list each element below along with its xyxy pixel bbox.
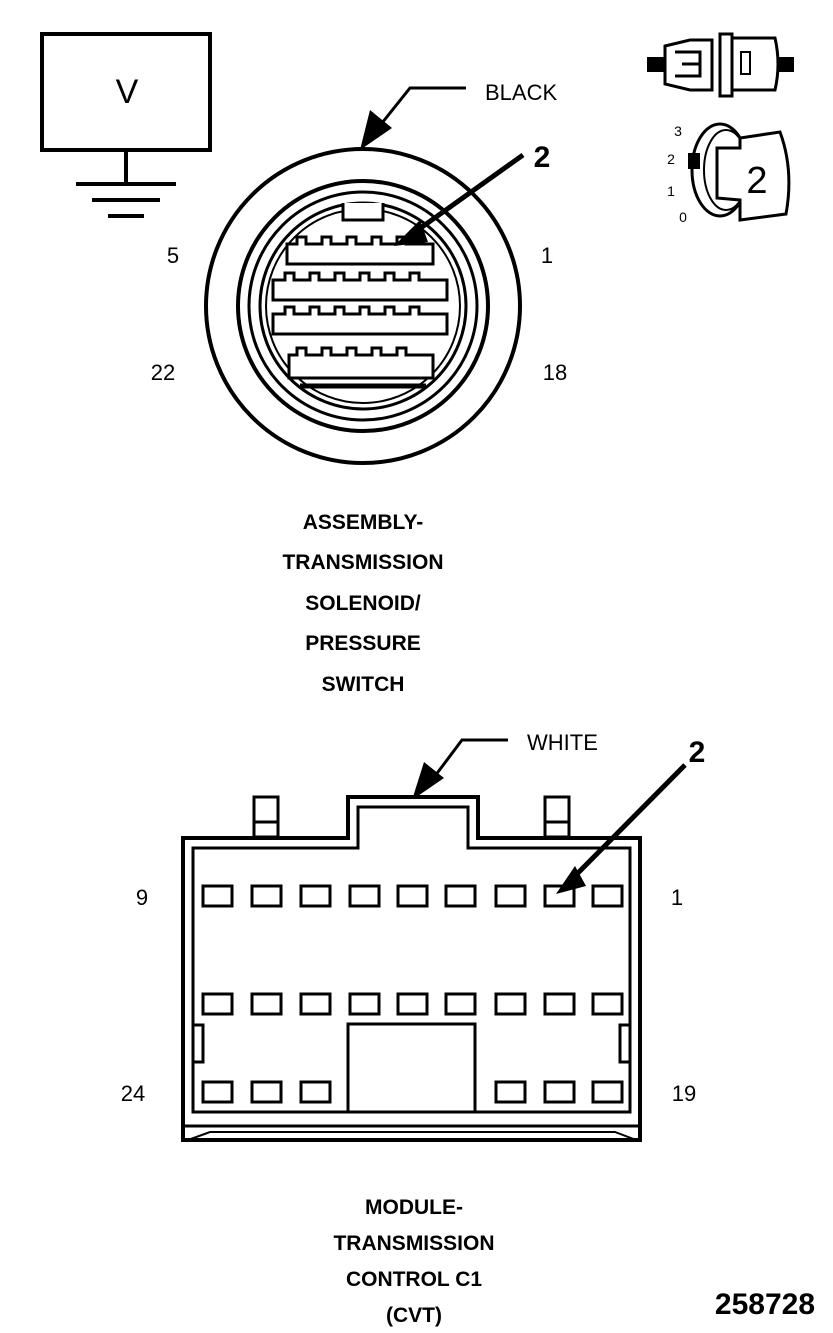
svg-text:PRESSURE: PRESSURE xyxy=(305,632,421,655)
connector-2-pin-24: 24 xyxy=(121,1081,145,1106)
connector-1-pin-2-callout xyxy=(394,152,525,246)
connector-1-pin-22: 22 xyxy=(151,360,175,385)
connector-2-pin-2-callout xyxy=(556,763,687,894)
connector-2-body xyxy=(181,795,642,1142)
voltmeter: V xyxy=(40,32,212,218)
connector-2-pin-9: 9 xyxy=(136,885,148,910)
probe-selected-size: 2 xyxy=(746,160,767,202)
terminal-probe-icon xyxy=(647,32,794,98)
connector-2-callout-number: 2 xyxy=(689,736,706,769)
svg-text:TRANSMISSION: TRANSMISSION xyxy=(282,551,443,574)
connector-2-callout-arrow xyxy=(412,738,508,800)
probe-scale-3: 3 xyxy=(674,123,682,139)
connector-1-body xyxy=(204,147,522,465)
connector-2-color-label: WHITE xyxy=(527,730,598,755)
svg-text:CONTROL C1: CONTROL C1 xyxy=(346,1268,482,1291)
connector-1-callout-number: 2 xyxy=(534,141,551,174)
connector-1-color-label: BLACK xyxy=(485,80,557,105)
connector-1-callout-arrow xyxy=(360,86,466,150)
connector-2-cavities xyxy=(201,884,624,1104)
connector-2-pin-1: 1 xyxy=(671,885,683,910)
connector-1-pin-5: 5 xyxy=(167,243,179,268)
ground-icon xyxy=(76,182,176,218)
probe-scale-1: 1 xyxy=(667,183,675,199)
connector-1-pin-1: 1 xyxy=(541,243,553,268)
probe-size-icon: 3 2 1 0 2 xyxy=(667,122,791,225)
svg-text:ASSEMBLY-: ASSEMBLY- xyxy=(303,511,424,534)
probe-scale-0: 0 xyxy=(679,209,687,225)
svg-text:SOLENOID/: SOLENOID/ xyxy=(305,592,421,615)
probe-scale-2: 2 xyxy=(667,151,675,167)
voltmeter-label: V xyxy=(116,73,139,111)
connector-1-pin-18: 18 xyxy=(543,360,567,385)
svg-text:SWITCH: SWITCH xyxy=(322,673,405,696)
svg-text:(CVT): (CVT) xyxy=(386,1304,442,1327)
connector-2-title: MODULE- TRANSMISSION CONTROL C1 (CVT) xyxy=(333,1196,494,1327)
connector-1-title: ASSEMBLY- TRANSMISSION SOLENOID/ PRESSUR… xyxy=(282,511,443,696)
connector-2-pin-19: 19 xyxy=(672,1081,696,1106)
figure-number: 258728 xyxy=(715,1288,815,1321)
svg-text:MODULE-: MODULE- xyxy=(365,1196,463,1219)
svg-text:TRANSMISSION: TRANSMISSION xyxy=(333,1232,494,1255)
